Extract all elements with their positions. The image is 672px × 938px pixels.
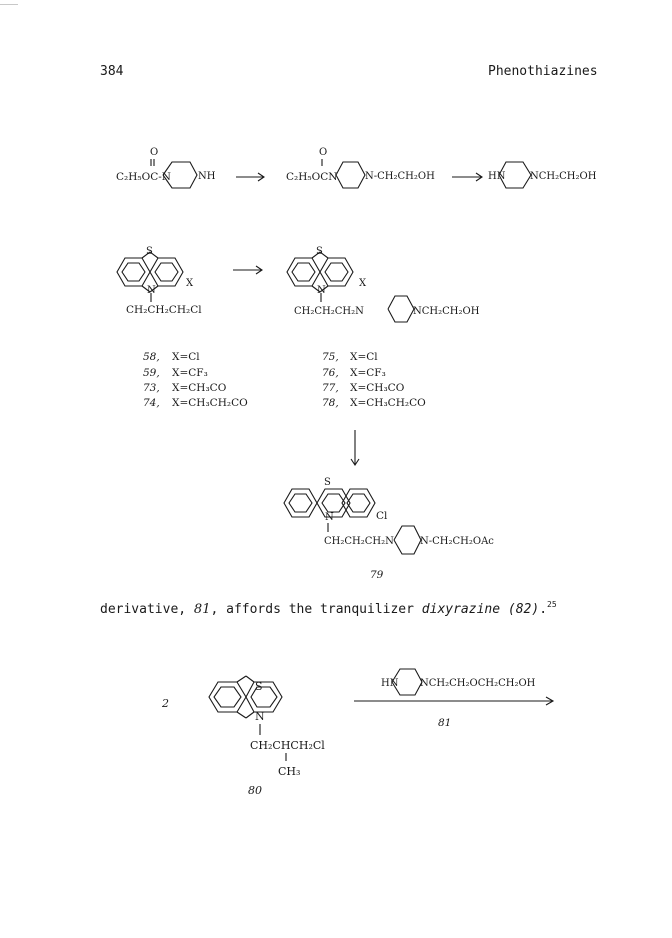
compound-79-label: 79 <box>370 569 384 581</box>
body-paragraph: derivative, 81, affords the tranquilizer… <box>100 600 557 617</box>
svg-text:HN: HN <box>381 678 399 689</box>
svg-text:X=CH₃CH₂CO: X=CH₃CH₂CO <box>350 397 426 409</box>
reference-superscript: 25 <box>547 600 557 609</box>
nh-label: NH <box>198 171 216 182</box>
compound-80-label: 80 <box>248 784 262 797</box>
svg-text:74,: 74, <box>143 397 160 409</box>
svg-text:58,: 58, <box>143 351 160 363</box>
phenothiazine-left: S N X CH₂CH₂CH₂Cl <box>116 246 202 316</box>
page-number: 384 <box>100 64 124 79</box>
svg-text:HN: HN <box>488 171 506 182</box>
drug-name: dixyrazine (82) <box>421 602 540 617</box>
svg-text:NCH₂CH₂OH: NCH₂CH₂OH <box>530 171 597 182</box>
phenothiazine-right: S N X CH₂CH₂CH₂N NCH₂CH₂OH <box>286 246 480 323</box>
svg-text:N: N <box>317 285 326 296</box>
top-edge-mark <box>0 4 18 5</box>
svg-text:CH₂CH₂CH₂N: CH₂CH₂CH₂N <box>324 536 394 547</box>
svg-text:N: N <box>147 285 156 296</box>
carbamate-prefix: C₂H₅OCN <box>286 171 337 183</box>
svg-text:CH₂CH₂CH₂N: CH₂CH₂CH₂N <box>294 306 364 317</box>
svg-text:CH₃: CH₃ <box>278 765 300 778</box>
compound-list-right: 75, X=Cl 76, X=CF₃ 77, X=CH₃CO 78, X=CH₃… <box>322 351 426 409</box>
svg-text:S: S <box>255 680 263 693</box>
svg-text:O: O <box>319 147 327 158</box>
svg-text:X=CF₃: X=CF₃ <box>172 367 208 379</box>
svg-text:X=CH₃CO: X=CH₃CO <box>350 382 405 394</box>
compound-79: S N Cl CH₂CH₂CH₂N N-CH₂CH₂OAc 79 <box>283 477 494 581</box>
scheme1-product-hydroxyethylpiperazine: HN NCH₂CH₂OH <box>488 161 597 189</box>
methylpropyl-chain: CH₂CHCH₂Cl <box>250 739 325 752</box>
compound-80: 2 S N CH₂CHCH₂Cl CH₃ 80 <box>161 675 325 797</box>
svg-text:NCH₂CH₂OCH₂CH₂OH: NCH₂CH₂OCH₂CH₂OH <box>420 678 536 689</box>
arrow-3 <box>233 265 263 275</box>
svg-text:X=CH₃CH₂CO: X=CH₃CH₂CO <box>172 397 248 409</box>
scheme-side-number: 2 <box>161 697 169 710</box>
carbonyl-o: O <box>150 147 158 158</box>
arrow-1 <box>236 172 265 182</box>
svg-text:76,: 76, <box>322 367 339 379</box>
arrow-down <box>350 430 360 466</box>
scheme1-product-hydroxyethyl-carbamate: O C₂H₅OCN N-CH₂CH₂OH <box>286 147 435 189</box>
running-title: Phenothiazines <box>488 64 598 79</box>
svg-text:N: N <box>255 710 265 723</box>
reagent-81-label: 81 <box>438 717 451 729</box>
carbamate-prefix: C₂H₅OC-N <box>116 171 171 183</box>
compound-list-left: 58, X=Cl 59, X=CF₃ 73, X=CH₃CO 74, X=CH₃… <box>143 351 248 409</box>
svg-text:X=Cl: X=Cl <box>350 351 378 363</box>
svg-text:X=Cl: X=Cl <box>172 351 200 363</box>
svg-text:X: X <box>359 278 367 289</box>
svg-text:N: N <box>325 512 334 523</box>
svg-text:X: X <box>186 278 194 289</box>
svg-text:S: S <box>324 477 331 488</box>
arrow-2 <box>452 172 483 182</box>
svg-text:N-CH₂CH₂OAc: N-CH₂CH₂OAc <box>420 536 494 547</box>
svg-text:59,: 59, <box>143 367 160 379</box>
svg-text:S: S <box>316 246 323 257</box>
reagent-81-arrow: HN NCH₂CH₂OCH₂CH₂OH 81 <box>354 668 555 729</box>
svg-text:77,: 77, <box>322 382 339 394</box>
svg-text:75,: 75, <box>322 351 339 363</box>
hydroxyethyl-label: N-CH₂CH₂OH <box>365 171 435 182</box>
svg-text:NCH₂CH₂OH: NCH₂CH₂OH <box>413 306 480 317</box>
svg-text:S: S <box>146 246 153 257</box>
chloropropyl-chain: CH₂CH₂CH₂Cl <box>126 304 202 316</box>
svg-text:73,: 73, <box>143 382 160 394</box>
svg-text:Cl: Cl <box>376 510 388 522</box>
svg-text:X=CF₃: X=CF₃ <box>350 367 386 379</box>
svg-text:X=CH₃CO: X=CH₃CO <box>172 382 227 394</box>
scheme1-reagent-piperazine-carbamate: O C₂H₅OC-N NH <box>116 147 216 189</box>
svg-text:78,: 78, <box>322 397 339 409</box>
